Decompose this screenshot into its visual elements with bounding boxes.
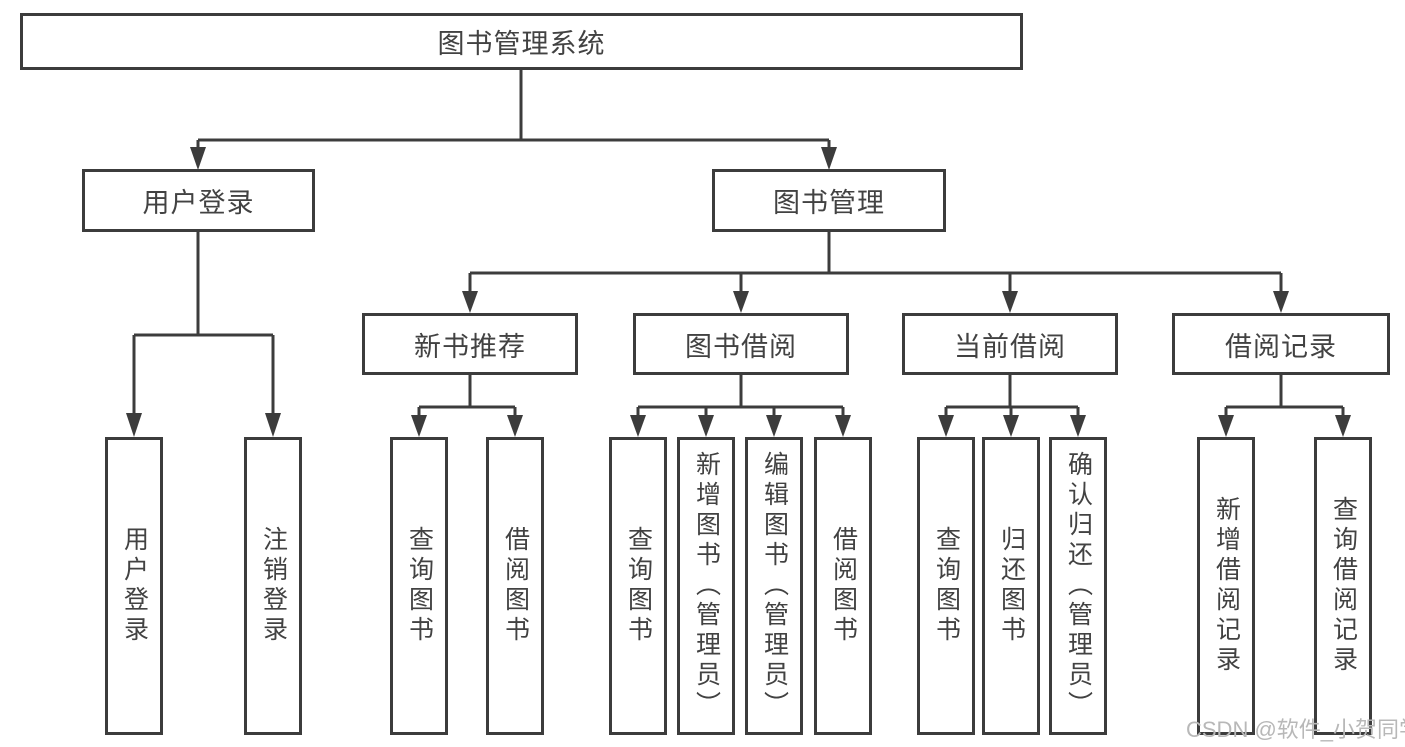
- leaf-add-books-admin: 新增图书（管理员）: [677, 437, 735, 735]
- node-book-borrowing: 图书借阅: [633, 313, 849, 375]
- leaf-query-books-recommend: 查询图书: [390, 437, 448, 735]
- leaf-add-borrow-record: 新增借阅记录: [1197, 437, 1255, 735]
- leaf-query-books-borrowing: 查询图书: [609, 437, 667, 735]
- leaf-edit-books-admin: 编辑图书（管理员）: [745, 437, 803, 735]
- leaf-user-login: 用户登录: [105, 437, 163, 735]
- leaf-logout-login: 注销登录: [244, 437, 302, 735]
- leaf-query-borrow-record: 查询借阅记录: [1314, 437, 1372, 735]
- node-book-management: 图书管理: [712, 169, 946, 232]
- node-user-login: 用户登录: [82, 169, 315, 232]
- node-current-borrowing: 当前借阅: [902, 313, 1118, 375]
- node-library-management-system: 图书管理系统: [20, 13, 1023, 70]
- node-new-book-recommend: 新书推荐: [362, 313, 578, 375]
- leaf-borrow-books-recommend: 借阅图书: [486, 437, 544, 735]
- leaf-return-books: 归还图书: [982, 437, 1040, 735]
- csdn-watermark: CSDN @软件_小贺同学: [1186, 717, 1405, 742]
- leaf-confirm-return-admin: 确认归还（管理员）: [1049, 437, 1107, 735]
- node-borrow-records: 借阅记录: [1172, 313, 1390, 375]
- leaf-borrow-books: 借阅图书: [814, 437, 872, 735]
- leaf-query-books-current: 查询图书: [917, 437, 975, 735]
